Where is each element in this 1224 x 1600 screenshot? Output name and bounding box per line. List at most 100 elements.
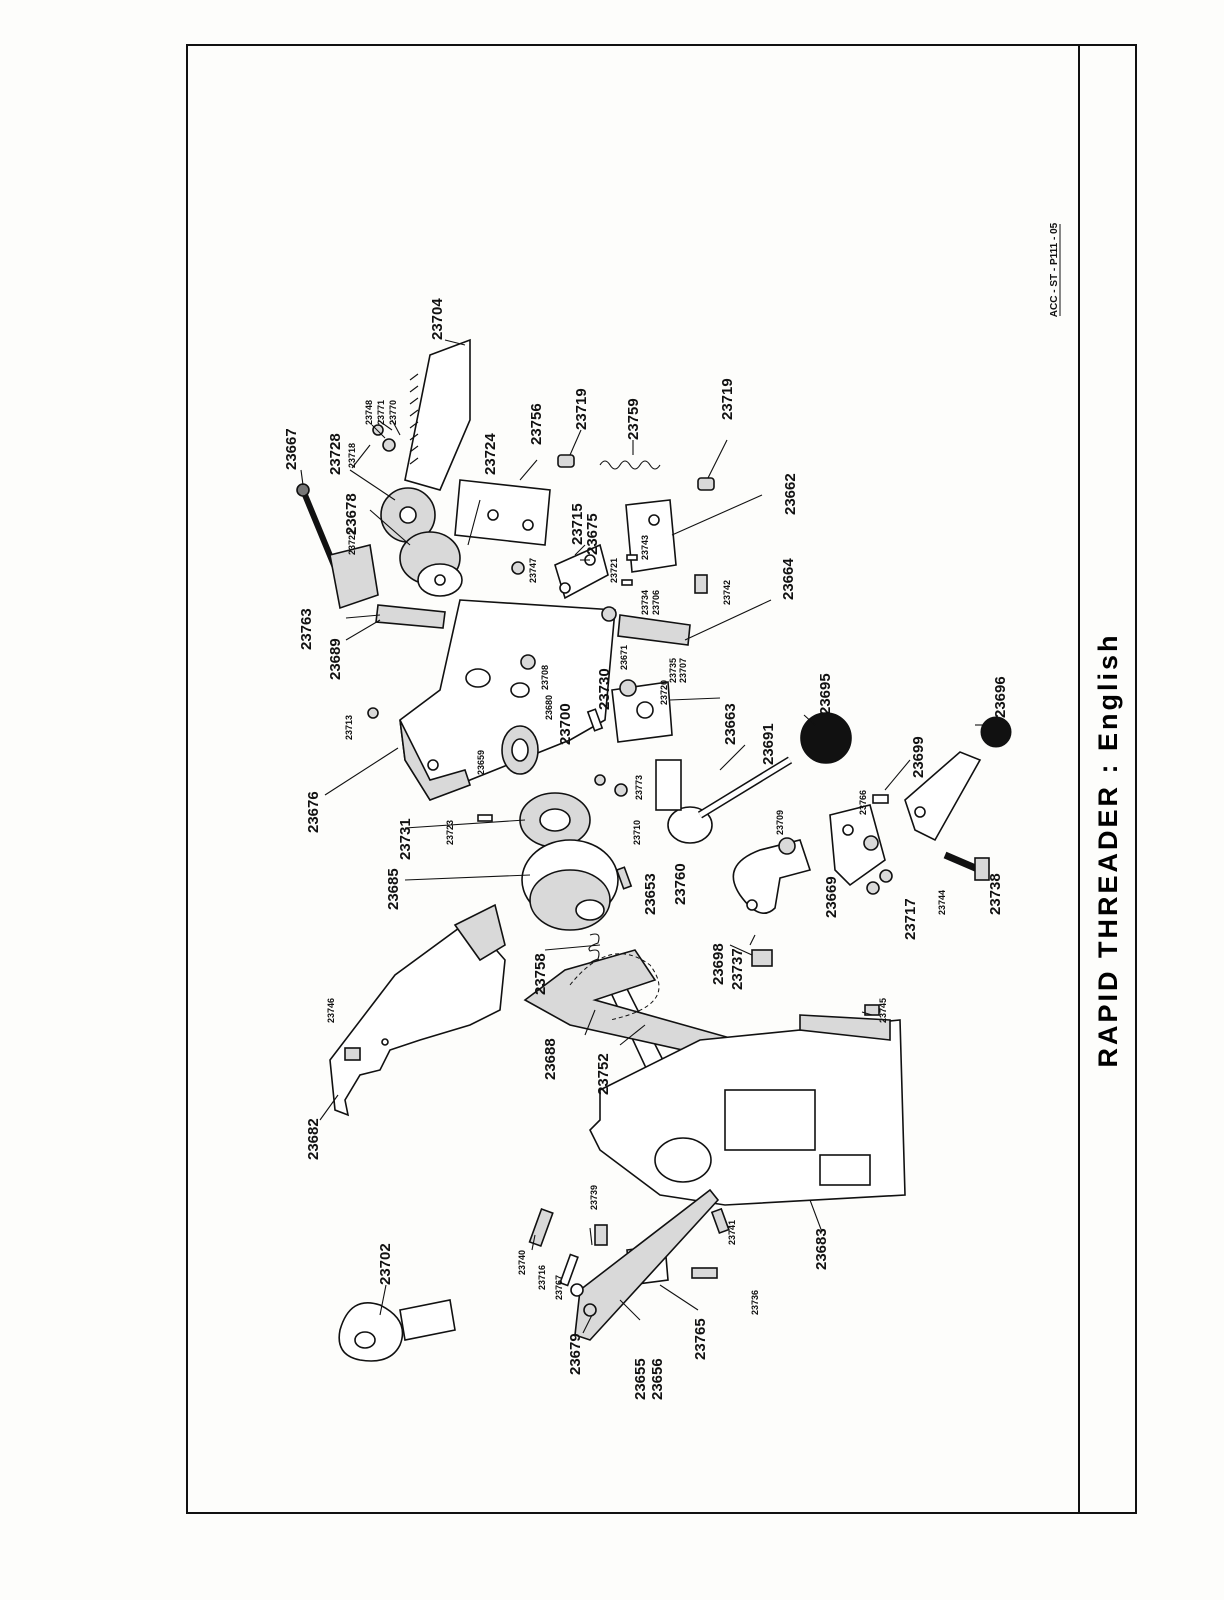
callout-23716: 23716	[537, 1265, 547, 1290]
callout-23683: 23683	[813, 1228, 830, 1270]
part-drawing-23695	[800, 712, 852, 764]
callout-23709: 23709	[775, 810, 785, 835]
callout-23663: 23663	[722, 703, 739, 745]
part-label: 23745	[878, 998, 888, 1023]
part-label: 23708	[540, 665, 550, 690]
callout-23722: 23722	[347, 530, 357, 555]
callout-23745: 23745	[878, 998, 888, 1023]
part-label: 23767	[554, 1275, 564, 1300]
part-label: 23718	[347, 443, 357, 468]
part-label: 23715	[569, 503, 586, 545]
callout-23728: 23728	[327, 433, 344, 475]
part-drawing-23688	[523, 949, 756, 1066]
part-drawing-23689	[375, 604, 446, 629]
callout-23756: 23756	[528, 403, 545, 445]
part-drawing-23676	[399, 599, 616, 802]
part-label: 23719	[719, 378, 736, 420]
part-label: 23698	[710, 943, 727, 985]
callout-23710: 23710	[632, 820, 642, 845]
part-drawing-23702	[338, 1299, 456, 1362]
callout-23719-b: 23719	[719, 378, 736, 420]
callout-23676: 23676	[305, 791, 322, 833]
callout-23698: 23698	[710, 943, 727, 985]
callout-23679: 23679	[567, 1333, 584, 1375]
part-label: 23742	[722, 580, 732, 605]
part-label: 23731	[397, 818, 414, 860]
part-label: 23679	[567, 1333, 584, 1375]
part-drawing-23731	[519, 792, 591, 848]
callout-23743: 23743	[640, 535, 650, 560]
part-label: 23721	[609, 558, 619, 583]
part-label: 23713	[344, 715, 354, 740]
part-label: 23706	[651, 590, 661, 615]
part-label: 23758	[532, 953, 549, 995]
part-drawing-23678	[399, 531, 463, 597]
part-label: 23664	[780, 558, 797, 600]
callout-23746: 23746	[326, 998, 336, 1023]
callout-23659: 23659	[476, 750, 486, 775]
callout-23759: 23759	[625, 398, 642, 440]
callout-23702: 23702	[377, 1243, 394, 1285]
callout-23763: 23763	[298, 608, 315, 650]
callout-23656: 23656	[649, 1358, 666, 1400]
part-label: 23770	[388, 400, 398, 425]
part-label: 23719	[573, 388, 590, 430]
callout-23699: 23699	[910, 736, 927, 778]
callout-23770: 23770	[388, 400, 398, 425]
part-label: 23680	[544, 695, 554, 720]
part-label: 23773	[634, 775, 644, 800]
part-label: 23722	[347, 530, 357, 555]
sheet-border	[186, 44, 1137, 1514]
callout-23758: 23758	[532, 953, 549, 995]
callout-23731: 23731	[397, 818, 414, 860]
part-drawing-23756	[454, 479, 551, 546]
part-label: 23744	[937, 890, 947, 915]
callout-23662: 23662	[782, 473, 799, 515]
callout-23669: 23669	[823, 876, 840, 918]
part-label: 23653	[642, 873, 659, 915]
callout-23688: 23688	[542, 1038, 559, 1080]
callout-23738: 23738	[987, 873, 1004, 915]
callout-23767: 23767	[554, 1275, 564, 1300]
part-label: 23743	[640, 535, 650, 560]
part-drawing-23699	[904, 751, 982, 842]
part-label: 23771	[376, 400, 386, 425]
callout-23691: 23691	[760, 723, 777, 765]
diagram-title: RAPID THREADER : English	[1093, 632, 1123, 1067]
callout-23680: 23680	[544, 695, 554, 720]
part-label: 23723	[445, 820, 455, 845]
callout-23700: 23700	[557, 703, 574, 745]
document-code: ACC - ST - P111 - 05	[1049, 222, 1061, 317]
part-label: 23730	[596, 668, 613, 710]
part-label: 23683	[813, 1228, 830, 1270]
callout-23748: 23748	[364, 400, 374, 425]
part-label: 23675	[584, 513, 601, 555]
callout-23721: 23721	[609, 558, 619, 583]
part-drawing-23663	[611, 681, 673, 743]
callout-23655: 23655	[632, 1358, 649, 1400]
part-label: 23760	[672, 863, 689, 905]
callout-23723: 23723	[445, 820, 455, 845]
callout-23771: 23771	[376, 400, 386, 425]
part-drawing-23669	[829, 804, 886, 887]
part-drawing-23763	[329, 544, 379, 610]
part-drawing-23685	[521, 839, 619, 931]
part-label: 23689	[327, 638, 344, 680]
callout-23706: 23706	[651, 590, 661, 615]
part-drawing-23655	[574, 1188, 720, 1341]
callout-23739: 23739	[589, 1185, 599, 1210]
part-label: 23659	[476, 750, 486, 775]
callout-23744: 23744	[937, 890, 947, 915]
callout-23653: 23653	[642, 873, 659, 915]
part-drawing-23737	[751, 949, 773, 967]
callout-23708: 23708	[540, 665, 550, 690]
part-drawing-23662	[625, 499, 677, 573]
callout-23742: 23742	[722, 580, 732, 605]
part-drawing-23698	[732, 839, 812, 914]
part-label: 23765	[692, 1318, 709, 1360]
part-drawing-23683	[589, 1014, 906, 1206]
svg-text:ACC - ST - P111 - 05: ACC - ST - P111 - 05	[1049, 222, 1060, 317]
part-label: 23737	[729, 948, 746, 990]
part-label: 23662	[782, 473, 799, 515]
part-label: 23655	[632, 1358, 649, 1400]
